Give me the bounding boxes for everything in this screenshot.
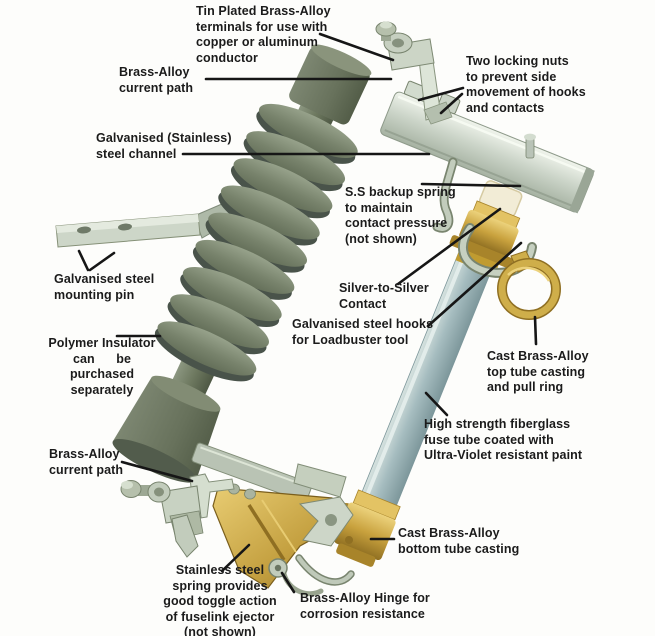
label-brass-alloy-hinge: Brass-Alloy Hinge for corrosion resistan… xyxy=(300,591,430,621)
label-fiberglass-fuse-tube: High strength fiberglass fuse tube coate… xyxy=(424,417,583,462)
label-galvanised-steel-channel: Galvanised (Stainless) steel channel xyxy=(96,131,232,161)
label-stainless-steel-spring: Stainless steel spring provides good tog… xyxy=(163,563,277,636)
label-two-locking-nuts: Two locking nuts to prevent side movemen… xyxy=(466,54,586,115)
label-brass-current-path-top: Brass-Alloy current path xyxy=(119,65,194,95)
bottom-terminal xyxy=(120,473,235,558)
label-brass-current-path-bottom: Brass-Alloy current path xyxy=(49,447,124,477)
label-cast-bottom-tube-casting: Cast Brass-Alloy bottom tube casting xyxy=(398,526,520,556)
polymer-insulator xyxy=(112,44,372,483)
leader-lines xyxy=(77,32,538,594)
label-tin-plated-terminals: Tin Plated Brass-Alloy terminals for use… xyxy=(196,4,331,65)
fuselink-ejector xyxy=(191,442,355,597)
label-cast-top-tube-casting: Cast Brass-Alloy top tube casting and pu… xyxy=(487,349,589,394)
top-terminal xyxy=(375,21,453,125)
pull-ring xyxy=(497,250,561,320)
label-galvanised-mounting-pin: Galvanised steel mounting pin xyxy=(54,272,155,302)
label-silver-to-silver-contact: Silver-to-Silver Contact xyxy=(339,281,429,311)
label-ss-backup-spring: S.S backup spring to maintain contact pr… xyxy=(345,185,456,246)
label-polymer-insulator: Polymer Insulator can be purchased separ… xyxy=(48,336,156,397)
label-galvanised-steel-hooks: Galvanised steel hooks for Loadbuster to… xyxy=(292,317,434,347)
